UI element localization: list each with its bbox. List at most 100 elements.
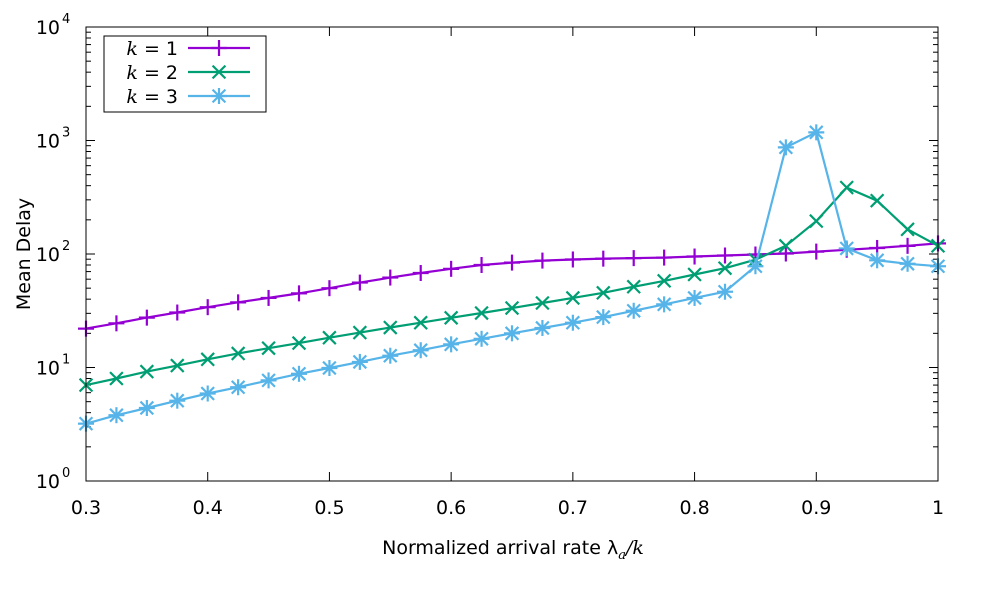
data-point-k-3 [138, 399, 155, 416]
data-point-k-1 [686, 248, 703, 265]
data-point-k-2 [200, 352, 215, 367]
data-point-k-2 [687, 267, 702, 282]
data-point-k-2 [809, 213, 824, 229]
data-point-k-1 [717, 247, 733, 264]
data-point-k-3 [382, 347, 399, 364]
legend-label-k-1: k = 1 [126, 38, 178, 60]
data-point-k-2 [565, 290, 581, 306]
data-point-k-3 [899, 255, 916, 272]
data-point-k-3 [808, 124, 825, 141]
data-point-k-1 [504, 254, 520, 271]
series-k-3 [78, 124, 946, 432]
data-point-k-3 [351, 353, 368, 370]
data-point-k-2 [139, 364, 155, 379]
series-line-k-2 [85, 186, 939, 387]
data-point-k-1 [291, 285, 307, 302]
data-point-k-2 [170, 358, 185, 373]
y-axis-label: Mean Delay [13, 198, 35, 310]
x-axis-label: Normalized arrival rate λa/k [382, 537, 644, 563]
legend-entries: k = 1k = 2k = 3 [126, 38, 250, 108]
data-point-k-3 [656, 296, 673, 313]
data-point-k-3 [747, 258, 764, 275]
x-axis-label-suffix: /k [624, 537, 644, 559]
data-point-k-1 [808, 243, 825, 260]
data-point-k-3 [625, 302, 642, 319]
y-tick-label: 10 [36, 358, 60, 380]
legend-marker-k-3 [211, 88, 227, 104]
data-point-k-1 [351, 274, 368, 291]
x-tick-label: 1 [932, 497, 944, 519]
legend: k = 1k = 2k = 3 [103, 35, 267, 113]
series-k-1 [78, 235, 946, 337]
data-point-k-1 [443, 260, 460, 277]
data-point-k-3 [199, 385, 216, 402]
data-point-k-2 [626, 279, 641, 294]
legend-label-k-2: k = 2 [126, 62, 178, 84]
series-k-2 [78, 180, 946, 393]
legend-marker-k-2 [211, 64, 227, 80]
y-tick-exponent: 1 [62, 353, 70, 368]
data-point-k-1 [108, 315, 125, 332]
x-tick-label: 0.7 [558, 497, 588, 519]
x-tick-label: 0.6 [436, 497, 466, 519]
y-tick-label: 10 [36, 17, 60, 39]
data-point-k-1 [199, 299, 216, 316]
data-point-k-3 [291, 365, 307, 382]
data-point-k-2 [383, 320, 398, 335]
y-tick-exponent: 3 [62, 126, 70, 141]
data-point-k-2 [322, 330, 337, 345]
data-point-k-2 [230, 346, 246, 361]
data-point-k-1 [382, 269, 399, 286]
x-axis-label-subscript: a [618, 548, 626, 563]
x-tick-label: 0.9 [801, 497, 831, 519]
data-point-k-2 [869, 193, 885, 208]
data-point-k-3 [412, 342, 429, 359]
series-line-k-3 [85, 130, 939, 425]
data-point-k-3 [564, 314, 581, 331]
x-tick-label: 0.8 [679, 497, 709, 519]
data-point-k-3 [443, 336, 460, 353]
data-point-k-1 [564, 251, 581, 268]
y-tick-label: 10 [36, 471, 60, 493]
data-point-k-1 [595, 250, 612, 267]
plot-frame [85, 26, 939, 482]
data-point-k-1 [473, 256, 490, 273]
data-point-k-1 [899, 237, 916, 254]
x-tick-label: 0.4 [193, 497, 223, 519]
data-point-k-1 [777, 245, 794, 262]
data-point-k-2 [443, 310, 459, 325]
data-point-k-3 [838, 240, 855, 257]
data-point-k-2 [261, 340, 276, 356]
y-tick-label: 10 [36, 131, 60, 153]
data-point-k-2 [352, 325, 368, 340]
y-tick-exponent: 0 [62, 466, 70, 481]
data-point-k-2 [504, 300, 520, 316]
data-point-k-3 [777, 139, 794, 156]
data-point-k-2 [474, 305, 489, 321]
x-tick-label: 0.3 [71, 497, 101, 519]
data-point-k-3 [230, 379, 247, 396]
data-point-k-2 [900, 222, 915, 237]
data-point-k-3 [321, 359, 338, 376]
data-point-k-3 [169, 392, 186, 409]
data-point-k-1 [412, 265, 429, 282]
x-axis-label-main: Normalized arrival rate λ [382, 537, 618, 559]
data-point-k-1 [138, 309, 155, 326]
data-point-k-1 [534, 252, 551, 269]
data-point-k-2 [839, 180, 854, 195]
data-point-k-3 [717, 283, 733, 300]
data-point-k-2 [778, 238, 794, 254]
data-point-k-3 [504, 325, 520, 342]
data-point-k-1 [230, 294, 247, 311]
data-point-k-1 [169, 304, 186, 321]
data-point-k-2 [413, 315, 428, 330]
legend-marker-k-1 [211, 40, 227, 56]
legend-label-k-3: k = 3 [126, 86, 178, 108]
data-point-k-3 [473, 330, 490, 347]
data-point-k-2 [109, 371, 124, 386]
plot-series [78, 124, 946, 432]
data-point-k-1 [321, 280, 338, 297]
data-point-k-2 [596, 285, 611, 300]
